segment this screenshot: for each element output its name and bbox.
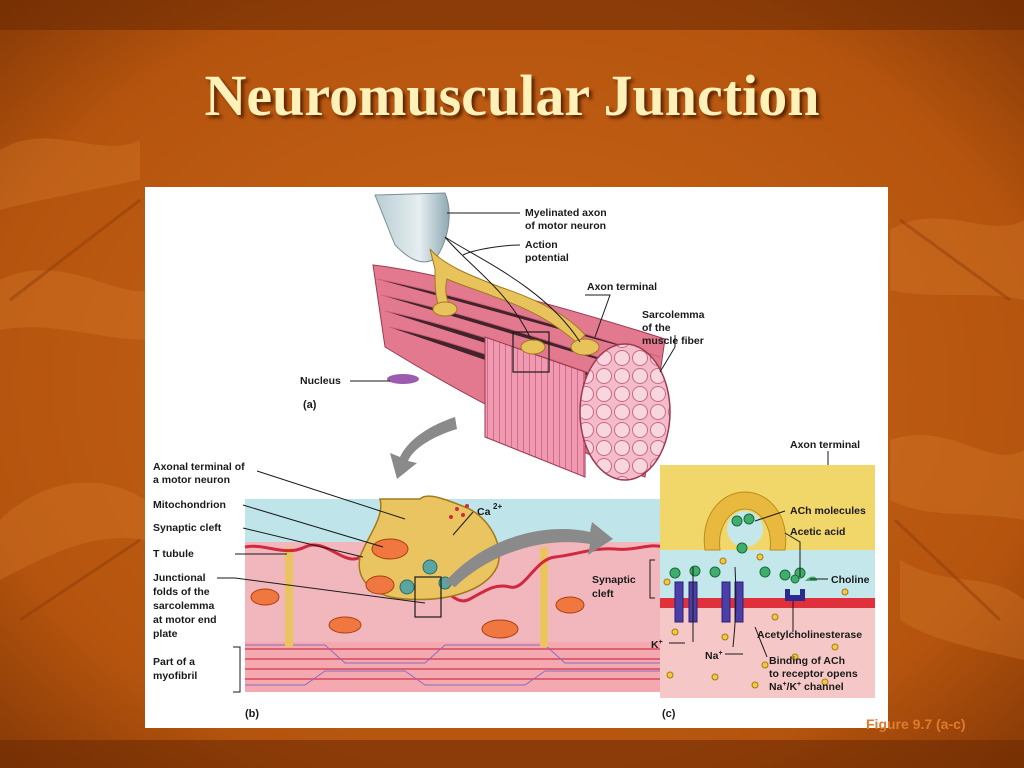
panel-b-tag: (b) [245, 708, 259, 720]
zoom-arrow-b-to-c [445, 522, 613, 587]
zoom-box-b [414, 576, 442, 618]
neuromuscular-diagram: Myelinated axon of motor neuron Action p… [153, 192, 875, 720]
label-nucleus: Nucleus [300, 375, 341, 387]
figure-caption: Figure 9.7 (a-c) [866, 716, 966, 732]
fascicle-end [579, 343, 671, 481]
label-synaptic-cleft-b: Synaptic cleft [153, 522, 222, 534]
mitochondrion-5 [481, 619, 519, 639]
mitochondrion-4 [328, 616, 362, 634]
label-ach-molecules: ACh molecules [790, 505, 866, 517]
t-tubule-right [540, 547, 548, 647]
sarcolemma-band-c [660, 598, 875, 608]
label-action-potential-2: potential [525, 252, 569, 264]
figure-panel: Myelinated axon of motor neuron Action p… [145, 187, 888, 728]
label-sarcolemma: Sarcolemma [642, 309, 705, 321]
panel-c: Axon terminal ACh molecules Acetic acid … [592, 439, 875, 720]
axon-terminal-bulb-3 [520, 339, 546, 355]
muscle-cytoplasm-c [660, 608, 875, 698]
label-potassium: K+ [651, 639, 663, 651]
myelin-sheath [374, 192, 450, 263]
panel-a: Myelinated axon of motor neuron Action p… [300, 192, 705, 481]
label-t-tubule: T tubule [153, 548, 194, 560]
panel-b: Ca 2+ Axonal terminal of a motor neuron … [153, 461, 664, 720]
label-calcium-charge: 2+ [493, 502, 502, 511]
label-mitochondrion: Mitochondrion [153, 499, 226, 511]
label-axonal-terminal-2: a motor neuron [153, 474, 230, 486]
label-myelinated-axon: Myelinated axon [525, 207, 607, 219]
label-junctional-folds-2: folds of the [153, 586, 210, 598]
fusing-vesicle [703, 491, 787, 551]
label-binding-ach-3: Na+/K+ channel [769, 681, 844, 693]
zoom-box-a [512, 331, 550, 373]
mitochondrion-3 [250, 588, 280, 606]
channel-2-left [721, 581, 731, 623]
mitochondrion-1 [371, 538, 409, 560]
label-synaptic-cleft-c: Synaptic [592, 574, 636, 586]
label-sarcolemma-3: muscle fiber [642, 335, 704, 347]
label-sodium: Na+ [705, 650, 723, 662]
axon-terminal-bulb [570, 338, 600, 356]
myofibril-region [245, 642, 663, 692]
acetylcholinesterase-enzyme [785, 589, 805, 601]
label-binding-ach: Binding of ACh [769, 655, 845, 667]
label-acetic-acid: Acetic acid [790, 526, 845, 538]
channel-1-left [674, 581, 684, 623]
label-sarcolemma-2: of the [642, 322, 671, 334]
label-junctional-folds-3: sarcolemma [153, 600, 214, 612]
mitochondrion-2 [365, 575, 395, 595]
label-action-potential: Action [525, 239, 558, 251]
label-calcium: Ca [477, 506, 491, 518]
label-axon-terminal-c: Axon terminal [790, 439, 860, 451]
muscle-cross-section [484, 336, 586, 478]
label-axon-terminal-a: Axon terminal [587, 281, 657, 293]
axon-terminal-bulb-2 [432, 301, 458, 317]
label-myofibril: Part of a [153, 656, 195, 668]
panel-c-tag: (c) [662, 708, 676, 720]
zoom-arrow-a-to-b [390, 417, 457, 479]
label-axonal-terminal: Axonal terminal of [153, 461, 245, 473]
panel-a-tag: (a) [303, 399, 317, 411]
label-junctional-folds-4: at motor end [153, 614, 217, 626]
label-synaptic-cleft-c-2: cleft [592, 588, 614, 600]
nucleus-shape [387, 374, 419, 384]
mitochondrion-6 [555, 596, 585, 614]
channel-2-right [734, 581, 744, 623]
label-junctional-folds: Junctional [153, 572, 206, 584]
label-myelinated-axon-2: of motor neuron [525, 220, 606, 232]
label-acetylcholinesterase: Acetylcholinesterase [757, 629, 862, 641]
label-junctional-folds-5: plate [153, 628, 178, 640]
t-tubule-left [285, 547, 293, 647]
slide-title: Neuromuscular Junction [204, 63, 820, 128]
label-choline: Choline [831, 574, 870, 586]
label-myofibril-2: myofibril [153, 670, 197, 682]
label-binding-ach-2: to receptor opens [769, 668, 858, 680]
